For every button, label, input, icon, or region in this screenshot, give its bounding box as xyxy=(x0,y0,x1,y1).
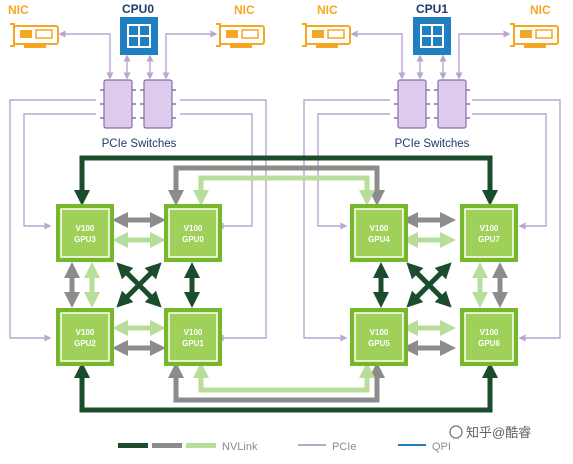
gpu-id: GPU1 xyxy=(182,339,204,348)
nic-card-icon xyxy=(510,23,559,48)
pcie-switches-label-left: PCIe Switches xyxy=(102,138,177,150)
legend-swatch-nvlink-gray xyxy=(152,443,182,448)
gpu-4: V100 GPU4 xyxy=(350,204,408,262)
gpu-id: GPU0 xyxy=(182,235,204,244)
nvlink-cross-links xyxy=(73,155,499,413)
legend-label-nvlink: NVLink xyxy=(222,441,258,453)
gpu-7: V100 GPU7 xyxy=(460,204,518,262)
cpu-chip-icon xyxy=(413,17,451,55)
gpu-model: V100 xyxy=(480,328,499,337)
cpu-chip-icon xyxy=(120,17,158,55)
legend-label-pcie: PCIe xyxy=(332,441,356,453)
nic-card-icon xyxy=(10,23,59,48)
gpu-model: V100 xyxy=(76,224,95,233)
pcie-switch-icon xyxy=(394,79,430,129)
gpu-model: V100 xyxy=(76,328,95,337)
watermark: 知乎@酷睿 xyxy=(449,425,531,440)
gpu-model: V100 xyxy=(184,224,203,233)
gpu-model: V100 xyxy=(480,224,499,233)
gpu-2: V100 GPU2 xyxy=(56,308,114,366)
nic-card-icon xyxy=(216,23,265,48)
cpu0-label: CPU0 xyxy=(122,2,154,16)
gpu-5: V100 GPU5 xyxy=(350,308,408,366)
nic-label-4: NIC xyxy=(530,3,551,17)
pcie-switch-icon xyxy=(100,79,136,129)
legend-label-qpi: QPI xyxy=(432,441,451,453)
cpu1-label: CPU1 xyxy=(416,2,448,16)
watermark-text: 知乎@酷睿 xyxy=(466,425,531,440)
nic-label-2: NIC xyxy=(234,3,255,17)
pcie-switch-icon xyxy=(140,79,176,129)
nvlink-local-left xyxy=(63,211,201,357)
gpu-3: V100 GPU3 xyxy=(56,204,114,262)
gpu-1: V100 GPU1 xyxy=(164,308,222,366)
gpu-model: V100 xyxy=(184,328,203,337)
legend-swatch-nvlink-light xyxy=(186,443,216,448)
nvlink-local-right xyxy=(372,211,509,357)
legend-swatch-nvlink-dark xyxy=(118,443,148,448)
gpu-id: GPU4 xyxy=(368,235,390,244)
gpu-id: GPU3 xyxy=(74,235,96,244)
gpu-id: GPU5 xyxy=(368,339,390,348)
legend: NVLink PCIe QPI xyxy=(118,441,451,453)
gpu-model: V100 xyxy=(370,224,389,233)
nic-label-1: NIC xyxy=(8,3,29,17)
gpu-6: V100 GPU6 xyxy=(460,308,518,366)
gpu-id: GPU2 xyxy=(74,339,96,348)
pcie-switch-icon xyxy=(434,79,470,129)
nic-label-3: NIC xyxy=(317,3,338,17)
gpu-id: GPU7 xyxy=(478,235,500,244)
gpu-id: GPU6 xyxy=(478,339,500,348)
zhihu-logo-icon xyxy=(449,425,463,439)
nic-card-icon xyxy=(302,23,351,48)
gpu-0: V100 GPU0 xyxy=(164,204,222,262)
pcie-switches-label-right: PCIe Switches xyxy=(395,138,470,150)
gpu-model: V100 xyxy=(370,328,389,337)
